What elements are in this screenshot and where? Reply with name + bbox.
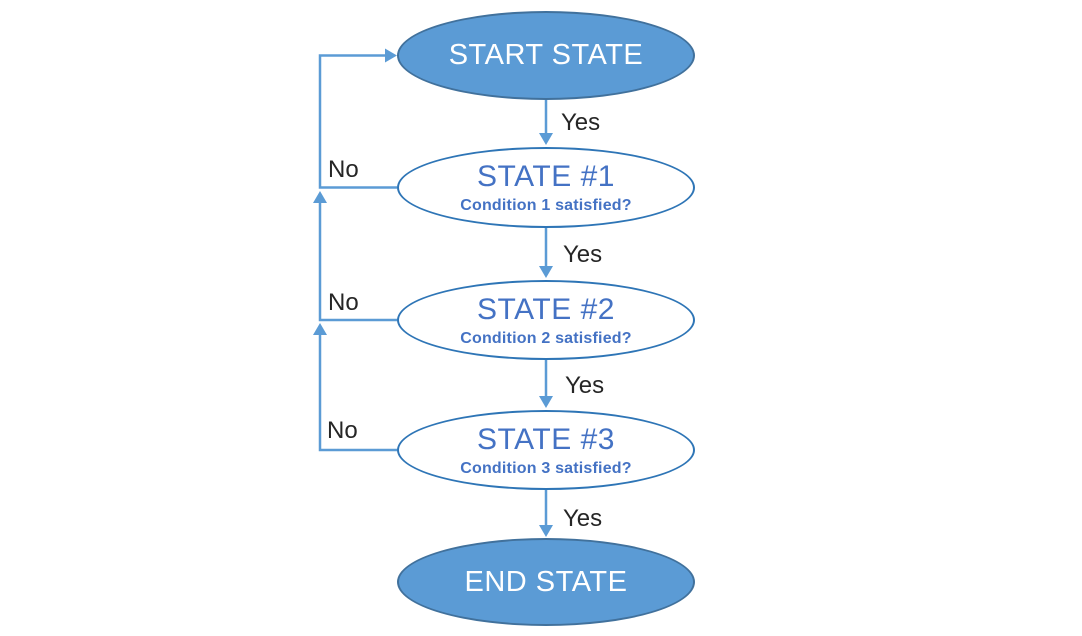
node-state-3: STATE #3 Condition 3 satisfied? xyxy=(397,410,695,490)
edge-label-no-3: No xyxy=(327,417,358,444)
node-state-1-label: STATE #1 xyxy=(477,160,615,193)
edge-label-no-1: No xyxy=(328,156,359,183)
node-state-3-label: STATE #3 xyxy=(477,422,615,456)
edge-yes-state3-to-end xyxy=(539,490,553,537)
arrowhead-down-icon xyxy=(539,525,553,537)
edge-label-yes-4: Yes xyxy=(563,505,603,532)
edge-yes-state1-to-state2 xyxy=(539,228,553,278)
node-state-2-label: STATE #2 xyxy=(477,292,615,326)
node-end-state: END STATE xyxy=(397,538,695,626)
edge-yes-start-to-state1 xyxy=(539,100,553,145)
edge-label-no-2: No xyxy=(328,289,359,316)
edge-label-yes-3: Yes xyxy=(565,372,605,399)
node-state-2-sublabel: Condition 2 satisfied? xyxy=(460,329,632,347)
node-state-1: STATE #1 Condition 1 satisfied? xyxy=(397,147,695,228)
edge-no-state2-to-state1 xyxy=(313,191,397,322)
arrowhead-down-icon xyxy=(539,266,553,278)
arrowhead-up-icon xyxy=(313,191,327,203)
edge-yes-state2-to-state3 xyxy=(539,360,553,408)
arrowhead-down-icon xyxy=(539,396,553,408)
arrowhead-right-icon xyxy=(385,48,397,63)
node-start-state: START STATE xyxy=(397,11,695,100)
node-end-state-label: END STATE xyxy=(464,565,628,598)
edge-label-yes-1: Yes xyxy=(561,109,601,136)
node-state-1-sublabel: Condition 1 satisfied? xyxy=(460,197,632,214)
edge-no-state1-to-start xyxy=(318,48,397,189)
edge-label-yes-2: Yes xyxy=(563,241,603,268)
node-state-3-sublabel: Condition 3 satisfied? xyxy=(460,459,632,477)
node-state-2: STATE #2 Condition 2 satisfied? xyxy=(397,280,695,360)
node-start-state-label: START STATE xyxy=(448,39,644,71)
arrowhead-up-icon xyxy=(313,323,327,335)
arrowhead-down-icon xyxy=(539,133,553,145)
edge-no-state3-to-state2 xyxy=(313,323,397,452)
